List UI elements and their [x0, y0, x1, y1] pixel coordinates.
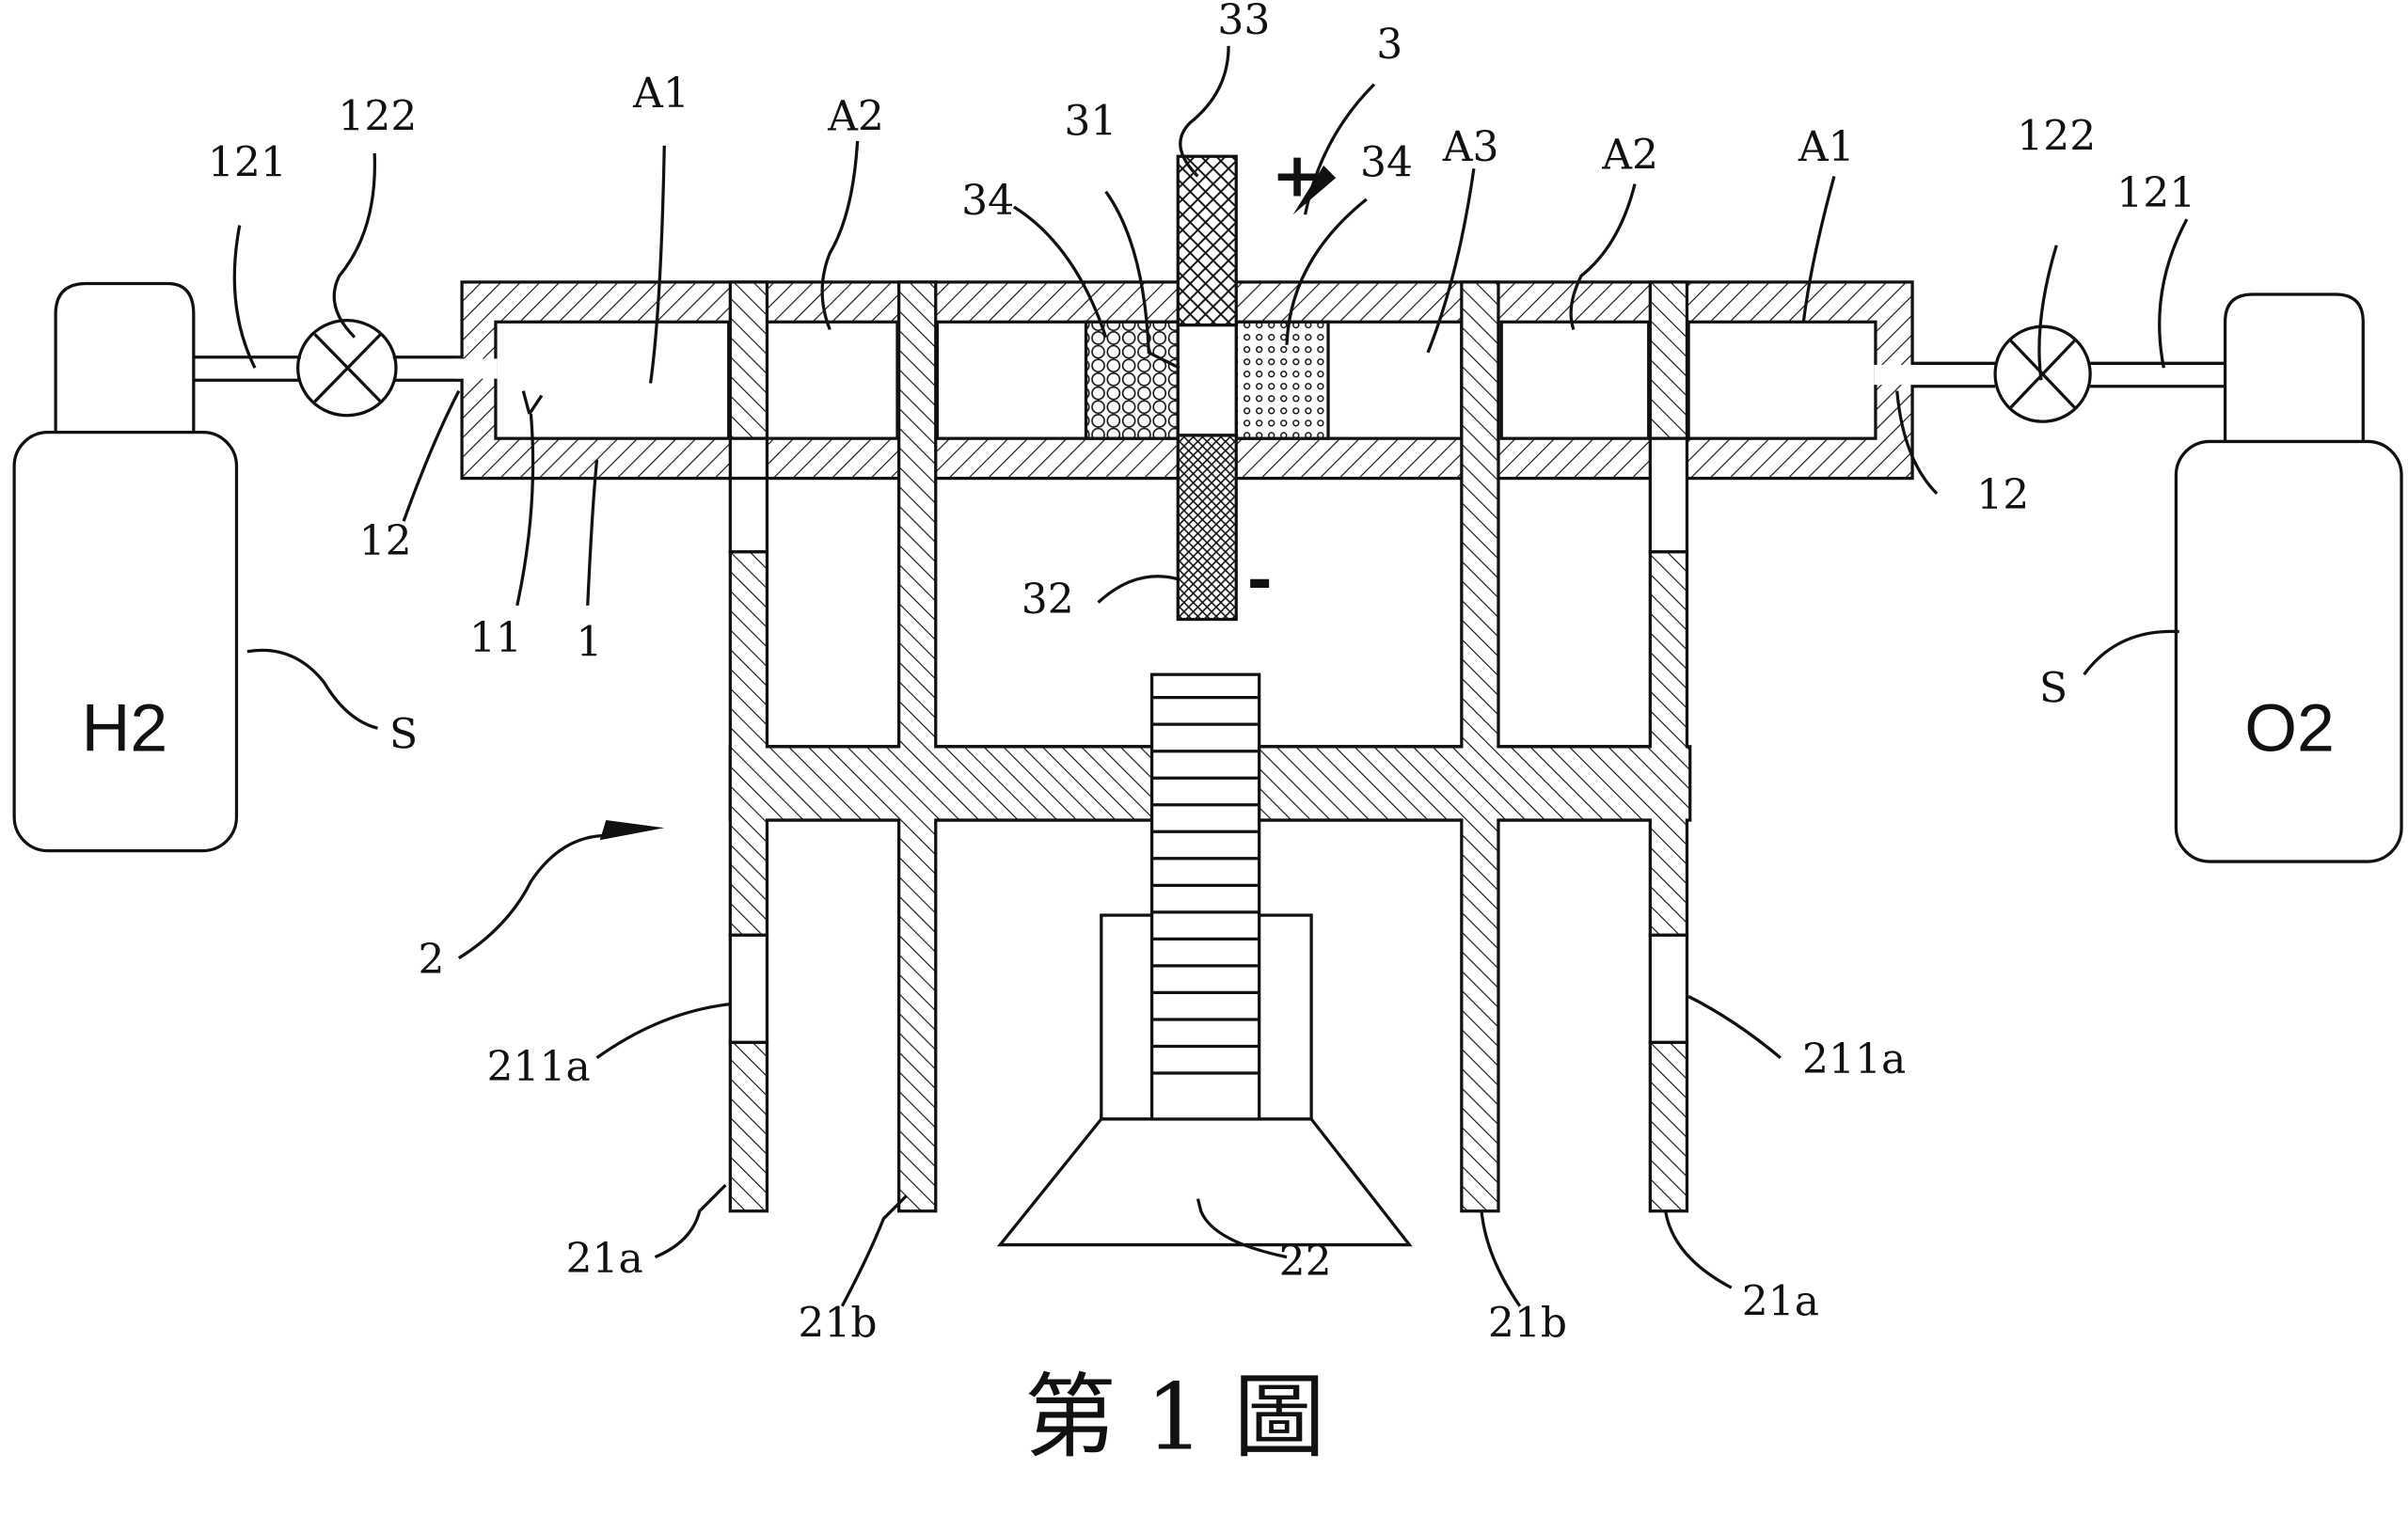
label-211a-left: 211a	[486, 1043, 590, 1091]
label-s-left: S	[389, 710, 418, 758]
arrow-2-icon	[599, 820, 665, 841]
label-a2-left: A2	[827, 93, 884, 141]
catalyst-right	[1234, 320, 1330, 440]
label-21b-right: 21b	[1488, 1299, 1567, 1347]
catalyst-left	[1084, 320, 1180, 440]
label-31: 31	[1064, 97, 1117, 145]
figure-caption: 第 1 圖	[1024, 1364, 1325, 1471]
label-12-left: 12	[359, 517, 412, 565]
label-3: 3	[1376, 21, 1402, 69]
label-a2-right: A2	[1601, 131, 1658, 179]
label-a1-left: A1	[632, 70, 689, 118]
label-12-right: 12	[1976, 471, 2029, 519]
reference-labels: 121 122 12 11 1 A1 A2 34 31 33 3 34 A3 A…	[208, 0, 2195, 1347]
label-122-left: 122	[338, 93, 417, 141]
label-34-left: 34	[961, 177, 1014, 225]
label-21a-right: 21a	[1742, 1278, 1819, 1326]
label-1: 1	[576, 619, 602, 667]
label-33: 33	[1217, 0, 1270, 44]
valve-left-icon	[296, 319, 398, 418]
anode	[1176, 154, 1238, 327]
positive-sign: +	[1272, 140, 1323, 212]
label-121-right: 121	[2116, 169, 2195, 217]
leader-lines	[232, 45, 2189, 1307]
hydrogen-tank: H2	[12, 281, 239, 853]
label-11: 11	[469, 614, 522, 662]
port-left	[728, 933, 769, 1045]
cathode	[1176, 434, 1238, 622]
label-21a-left: 21a	[566, 1235, 643, 1283]
label-s-right: S	[2039, 665, 2067, 713]
label-122-right: 122	[2017, 113, 2096, 161]
electrolyte-membrane	[1176, 323, 1238, 437]
label-22: 22	[1279, 1238, 1332, 1286]
base-drive	[996, 672, 1413, 1247]
gas-label-h2: H2	[82, 691, 168, 766]
label-21b-left: 21b	[798, 1299, 877, 1347]
negative-sign: -	[1247, 545, 1273, 616]
label-a3: A3	[1442, 123, 1499, 171]
label-a1-right: A1	[1798, 123, 1855, 171]
pipe-left	[193, 356, 496, 382]
arrow-3-icon	[1292, 166, 1337, 215]
port-right	[1648, 933, 1689, 1045]
label-2: 2	[418, 936, 444, 984]
label-32: 32	[1022, 576, 1074, 624]
electrolysis-unit: + -	[1084, 140, 1337, 622]
valve-right-icon	[1993, 324, 2092, 423]
label-34-right: 34	[1360, 138, 1413, 186]
label-211a-right: 211a	[1802, 1035, 1906, 1083]
oxygen-tank: O2	[2174, 292, 2403, 863]
gas-label-o2: O2	[2244, 691, 2335, 766]
label-121-left: 121	[208, 138, 287, 186]
